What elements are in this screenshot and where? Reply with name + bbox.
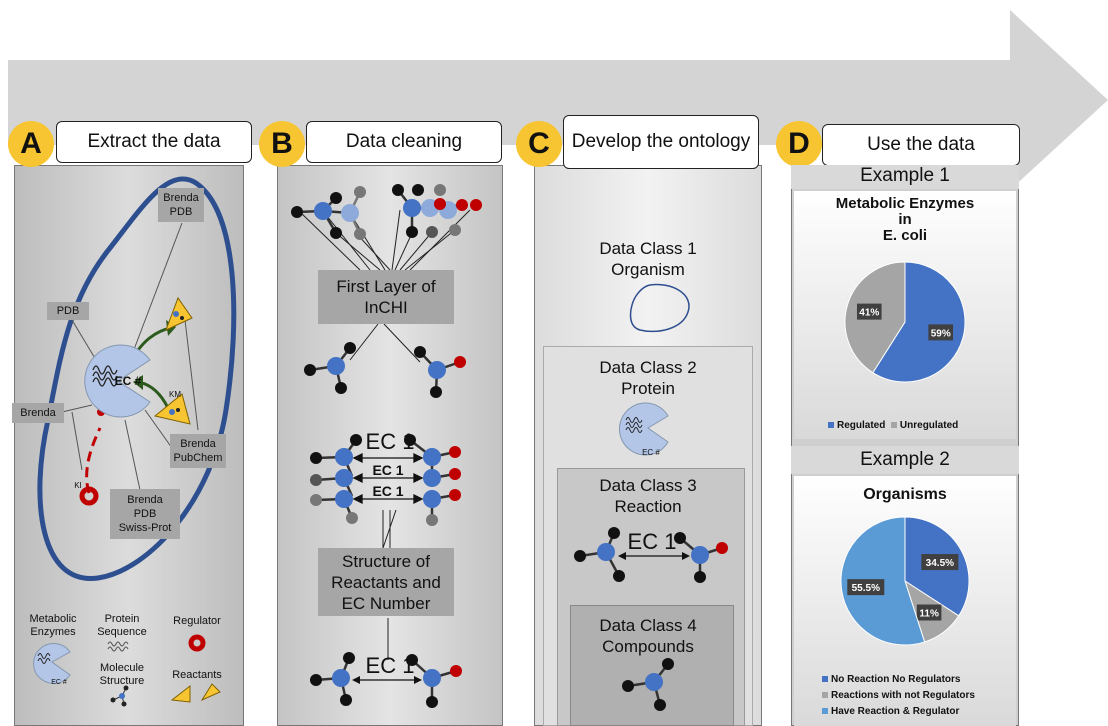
legend-regulator-icon <box>188 634 206 652</box>
source-brenda-pdb: Brenda PDB <box>158 188 204 222</box>
legend-reactant-icon <box>170 684 191 703</box>
legend-enzyme-icon <box>33 643 71 684</box>
pie-data-label: 59% <box>931 328 951 339</box>
example-1-header <box>791 165 1019 189</box>
legend-regulator: Regulator <box>173 615 221 627</box>
data-class-4-label: Data Class 4 Compounds <box>599 616 697 656</box>
pie-data-label: 55.5% <box>852 583 880 594</box>
step-d-badge: D <box>776 121 822 167</box>
ec-label-big: EC 1 <box>365 429 415 454</box>
legend-enzyme-small-label: EC # <box>51 679 67 686</box>
pie-label-box <box>928 324 954 341</box>
structure-reactants-box: Structure of Reactants and EC Number <box>318 548 454 616</box>
legend-regulated: Regulated <box>837 420 886 431</box>
legend-unregulated: Unregulated <box>899 420 959 431</box>
enzyme-icon <box>84 344 151 418</box>
source-brenda-pubchem: Brenda PubChem <box>170 434 226 468</box>
regulator-icon <box>79 486 99 506</box>
data-class-2-label: Data Class 2 Protein <box>599 358 697 398</box>
legend-no-reaction: No Reaction No Regulators <box>831 674 961 685</box>
legend-metabolic-enzymes: Metabolic Enzymes <box>29 613 77 638</box>
example-2-header <box>791 446 1019 474</box>
protein-sequence-icon <box>107 641 129 652</box>
example-1-label: Example 1 <box>860 165 950 186</box>
step-c-badge: C <box>516 121 562 167</box>
pie-label-box <box>921 554 959 571</box>
pie-data-label: 34.5% <box>926 558 954 569</box>
reactant-triangle-icon <box>153 393 191 425</box>
pie-label-box <box>856 303 882 320</box>
legend-row: Reactions with not Regulators <box>822 688 975 704</box>
chart-1-legend: Regulated Unregulated <box>828 420 958 431</box>
example-2-label: Example 2 <box>860 449 950 470</box>
organism-outline <box>37 176 237 581</box>
legend-row: No Reaction No Regulators <box>822 672 975 688</box>
source-pdb: PDB <box>47 302 89 320</box>
molecule-structure-icon <box>110 685 129 707</box>
step-a-label: Extract the data <box>56 121 252 163</box>
chart-2-title: Organisms <box>863 486 947 503</box>
step-d-label: Use the data <box>822 124 1020 166</box>
chart-2-legend: No Reaction No Regulators Reactions with… <box>822 672 975 720</box>
step-c-label: Develop the ontology <box>563 115 759 169</box>
data-class-3-label: Data Class 3 Reaction <box>599 476 697 516</box>
legend-swatch <box>822 692 828 698</box>
legend-swatch <box>822 676 828 682</box>
ec-label-bottom: EC 1 <box>365 653 415 678</box>
reaction-block <box>310 434 461 526</box>
legend-molecule-structure: Molecule Structure <box>99 662 145 687</box>
legend-protein-sequence: Protein Sequence <box>97 613 147 638</box>
legend-reactions-not-regulators: Reactions with not Regulators <box>831 690 975 701</box>
organism-icon <box>629 283 690 333</box>
pie-label-box <box>847 579 885 596</box>
ec-label-row3: EC 1 <box>372 483 404 499</box>
step-b-badge: B <box>259 121 305 167</box>
legend-reactants: Reactants <box>172 669 222 681</box>
protein-icon <box>619 402 669 456</box>
enzyme-label: EC # <box>114 374 142 388</box>
molecule-top-right <box>392 184 482 238</box>
molecule-pair-after-first-layer <box>304 342 466 398</box>
class4-compound <box>622 658 674 711</box>
chart-1-title: Metabolic Enzymes in E. coli <box>835 195 975 244</box>
pie-label-box <box>916 604 942 621</box>
pie-slice <box>872 261 966 383</box>
legend-swatch <box>822 708 828 714</box>
source-brenda: Brenda <box>12 403 64 423</box>
source-brenda-pdb-swissprot: Brenda PDB Swiss-Prot <box>110 489 180 539</box>
pie-data-label: 11% <box>919 609 939 620</box>
class3-ec-label: EC 1 <box>627 529 677 554</box>
step-a-badge: A <box>8 121 54 167</box>
legend-swatch-unregulated <box>890 422 897 428</box>
data-class-4-box <box>570 605 734 726</box>
molecule-top-left <box>291 186 366 240</box>
legend-swatch-regulated <box>828 422 834 428</box>
ec-label-row2: EC 1 <box>372 462 404 478</box>
bottom-reaction <box>310 652 462 708</box>
step-b-label: Data cleaning <box>306 121 502 163</box>
class3-reaction <box>574 527 728 583</box>
data-class-1-label: Data Class 1 Organism <box>599 239 697 279</box>
pie-data-label: 41% <box>859 308 879 319</box>
first-layer-inchi-box: First Layer of InCHI <box>318 270 454 324</box>
km-label: KM <box>169 390 181 399</box>
legend-reactant-icon <box>200 683 221 702</box>
legend-row: Have Reaction & Regulator <box>822 704 975 720</box>
class2-enzyme-label: EC # <box>642 448 660 457</box>
panel-b <box>277 165 503 726</box>
ki-label: KI <box>74 481 82 490</box>
legend-have-reaction-regulator: Have Reaction & Regulator <box>831 706 960 717</box>
